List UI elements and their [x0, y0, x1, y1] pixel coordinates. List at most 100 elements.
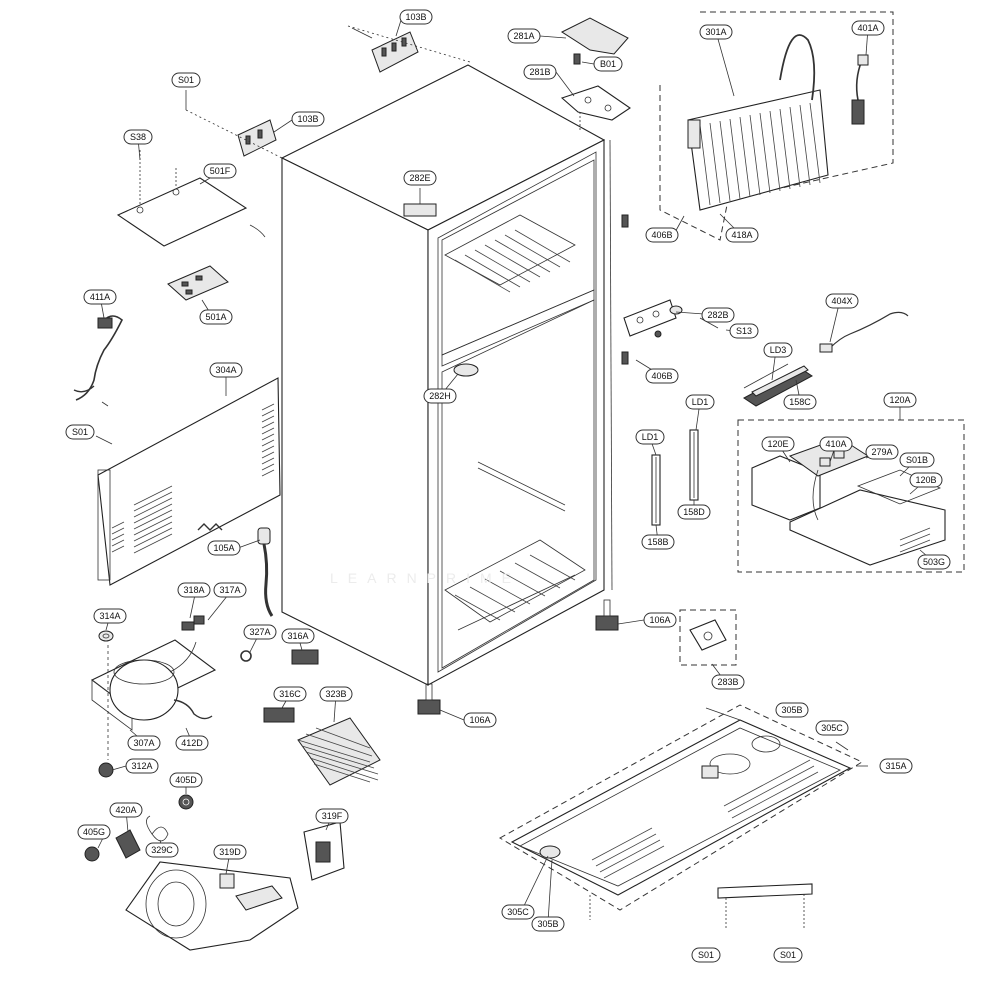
label-105A: 105A [207, 540, 241, 556]
label-158B: 158B [641, 534, 675, 550]
label-316A: 316A [281, 628, 315, 644]
label-405D: 405D [169, 772, 203, 788]
svg-text:279A: 279A [871, 447, 892, 457]
label-LD1: LD1 [635, 429, 665, 445]
label-S01: S01 [65, 424, 95, 440]
svg-text:281B: 281B [529, 67, 550, 77]
label-S01: S01 [691, 947, 721, 963]
svg-text:501F: 501F [210, 166, 231, 176]
svg-text:158B: 158B [647, 537, 668, 547]
label-304A: 304A [209, 362, 243, 378]
svg-text:105A: 105A [213, 543, 234, 553]
part-labels: 103B 281A 301A 401A S01 281B B01 103B S3… [65, 9, 951, 963]
label-319F: 319F [315, 808, 349, 824]
watermark-text: LEARNPRIME [330, 570, 521, 586]
svg-text:314A: 314A [99, 611, 120, 621]
svg-text:120E: 120E [767, 439, 788, 449]
back-cover-panel [95, 377, 281, 586]
label-315A: 315A [879, 758, 913, 774]
svg-text:305B: 305B [537, 919, 558, 929]
svg-text:301A: 301A [705, 27, 726, 37]
svg-text:158C: 158C [789, 397, 811, 407]
fan-bracket-319f [303, 821, 345, 881]
label-S01: S01 [773, 947, 803, 963]
svg-text:103B: 103B [405, 12, 426, 22]
label-323B: 323B [319, 686, 353, 702]
label-301A: 301A [699, 24, 733, 40]
svg-text:316C: 316C [279, 689, 301, 699]
label-329C: 329C [145, 842, 179, 858]
drain-283b-group [679, 609, 737, 666]
label-S38: S38 [123, 129, 153, 145]
svg-text:327A: 327A [249, 627, 270, 637]
label-327A: 327A [243, 624, 277, 640]
svg-text:S01: S01 [698, 950, 714, 960]
label-B01: B01 [593, 56, 623, 72]
label-406B: 406B [645, 368, 679, 384]
svg-text:282H: 282H [429, 391, 451, 401]
ld3-light-cover [743, 363, 813, 407]
label-412D: 412D [175, 735, 209, 751]
pad-316c [263, 707, 295, 723]
svg-text:B01: B01 [600, 59, 616, 69]
label-282H: 282H [423, 388, 457, 404]
svg-text:401A: 401A [857, 23, 878, 33]
led-strips [651, 429, 699, 526]
svg-text:405G: 405G [83, 827, 105, 837]
refrigerator-cabinet [280, 64, 629, 715]
svg-text:282B: 282B [707, 310, 728, 320]
label-106A: 106A [463, 712, 497, 728]
svg-text:LD1: LD1 [692, 397, 709, 407]
svg-text:410A: 410A [825, 439, 846, 449]
svg-text:319D: 319D [219, 847, 241, 857]
sensor-404x [819, 311, 909, 353]
label-420A: 420A [109, 802, 143, 818]
svg-text:305C: 305C [821, 723, 843, 733]
label-406B: 406B [645, 227, 679, 243]
drain-tube [257, 527, 274, 617]
svg-text:307A: 307A [133, 738, 154, 748]
label-503G: 503G [917, 554, 951, 570]
svg-text:405D: 405D [175, 775, 197, 785]
label-418A: 418A [725, 227, 759, 243]
svg-text:411A: 411A [90, 292, 110, 302]
svg-text:120B: 120B [915, 475, 936, 485]
label-282B: 282B [701, 307, 735, 323]
svg-text:LD1: LD1 [642, 432, 659, 442]
control-box-group [737, 419, 965, 573]
svg-text:106A: 106A [469, 715, 490, 725]
svg-text:305B: 305B [781, 705, 802, 715]
compressor-group [90, 615, 252, 778]
label-318A: 318A [177, 582, 211, 598]
base-plate-group [498, 704, 864, 920]
fan-motor-group [84, 794, 194, 862]
svg-text:S01: S01 [178, 75, 194, 85]
svg-text:503G: 503G [923, 557, 945, 567]
front-grille [717, 883, 813, 930]
svg-text:S38: S38 [130, 132, 146, 142]
label-411A: 411A [83, 289, 117, 305]
svg-text:281A: 281A [513, 31, 534, 41]
label-501F: 501F [203, 163, 237, 179]
svg-text:318A: 318A [183, 585, 204, 595]
svg-text:103B: 103B [297, 114, 318, 124]
svg-text:501A: 501A [205, 312, 226, 322]
label-319D: 319D [213, 844, 247, 860]
label-401A: 401A [851, 20, 885, 36]
label-283B: 283B [711, 674, 745, 690]
label-158C: 158C [783, 394, 817, 410]
svg-text:406B: 406B [651, 230, 672, 240]
label-312A: 312A [125, 758, 159, 774]
label-314A: 314A [93, 608, 127, 624]
label-158D: 158D [677, 504, 711, 520]
svg-text:LD3: LD3 [770, 345, 787, 355]
svg-text:418A: 418A [731, 230, 752, 240]
svg-text:316A: 316A [287, 631, 308, 641]
svg-text:412D: 412D [181, 738, 203, 748]
label-103B: 103B [399, 9, 433, 25]
svg-text:283B: 283B [717, 677, 738, 687]
top-left-parts [73, 25, 471, 407]
svg-text:420A: 420A [115, 805, 136, 815]
svg-text:304A: 304A [215, 365, 236, 375]
